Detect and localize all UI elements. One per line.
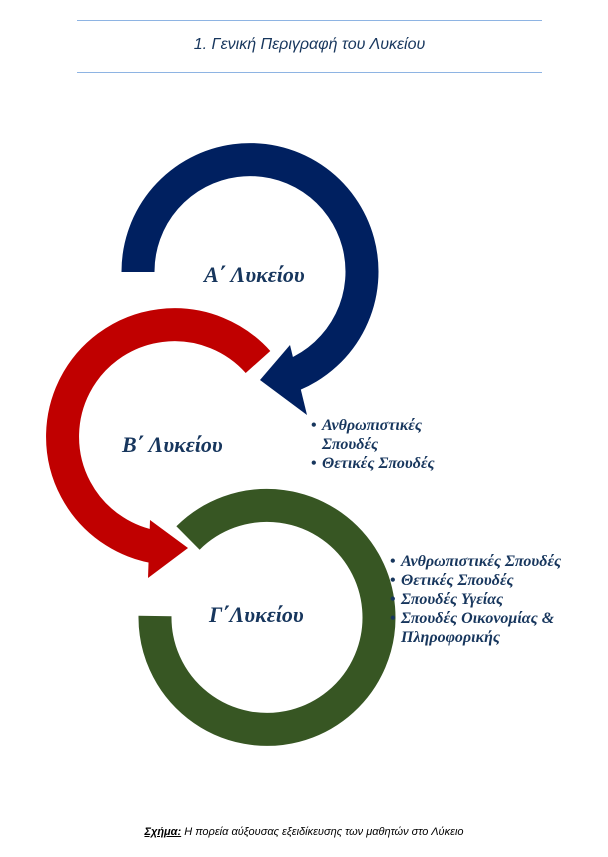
header-bottom-rule bbox=[77, 72, 542, 73]
list-item: Ανθρωπιστικές Σπουδές bbox=[311, 416, 476, 454]
list-item: Θετικές Σπουδές bbox=[311, 454, 476, 473]
stage-a-arrow bbox=[121, 143, 379, 415]
stage-b-arrow bbox=[46, 308, 271, 578]
stage-b-label: Β΄ Λυκείου bbox=[122, 432, 223, 457]
list-item: Σπουδές Οικονομίας & Πληροφορικής bbox=[390, 609, 602, 647]
stage-b-options: Ανθρωπιστικές Σπουδές Θετικές Σπουδές bbox=[311, 416, 476, 473]
stage-c-arc bbox=[138, 488, 396, 746]
list-item: Θετικές Σπουδές bbox=[390, 571, 602, 590]
stage-c-options: Ανθρωπιστικές Σπουδές Θετικές Σπουδές Σπ… bbox=[390, 552, 602, 647]
stage-a-label: Α΄ Λυκείου bbox=[204, 262, 305, 287]
figure-caption: Σχήμα: Η πορεία αύξουσας εξειδίκευσης τω… bbox=[0, 826, 608, 838]
caption-text: Η πορεία αύξουσας εξειδίκευσης των μαθητ… bbox=[181, 826, 464, 838]
page-title: 1. Γενική Περιγραφή του Λυκείου bbox=[193, 36, 426, 53]
list-item: Σπουδές Υγείας bbox=[390, 590, 602, 609]
caption-prefix: Σχήμα: bbox=[144, 826, 182, 838]
stage-c-label: Γ΄Λυκείου bbox=[209, 602, 304, 627]
header-top-rule bbox=[77, 20, 542, 21]
list-item: Ανθρωπιστικές Σπουδές bbox=[390, 552, 602, 571]
